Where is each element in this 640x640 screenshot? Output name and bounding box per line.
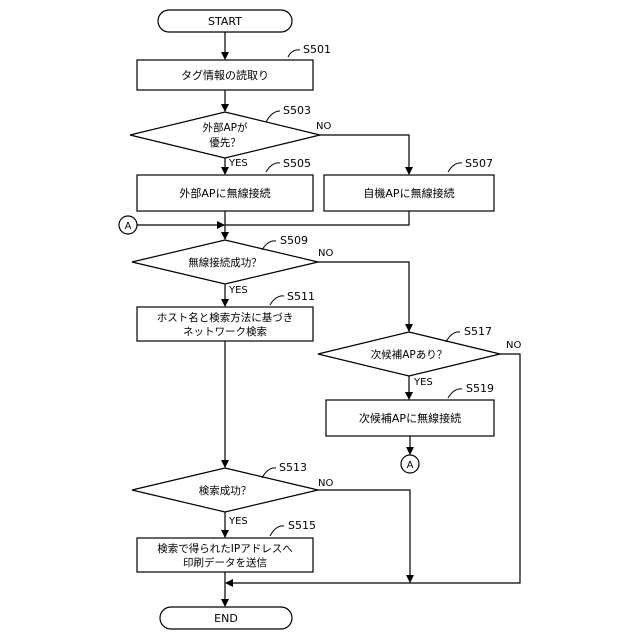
connector-a-left-label: A	[125, 221, 132, 232]
s501-leader	[288, 50, 300, 57]
s509-yes: YES	[228, 285, 248, 296]
s513-ref: S513	[279, 461, 307, 474]
start-label: START	[208, 15, 242, 28]
s511-text-1: ホスト名と検索方法に基づき	[157, 311, 294, 324]
s511-leader	[270, 296, 284, 305]
s503-no: NO	[316, 121, 331, 132]
arrow-s509-no	[318, 262, 409, 331]
s517-leader	[446, 332, 460, 342]
step-s515: 検索で得られたIPアドレスへ 印刷データを送信 S515	[137, 519, 316, 572]
s503-ref: S503	[283, 104, 311, 117]
decision-s513: 検索成功？ S513 YES NO	[132, 461, 333, 527]
s503-leader	[266, 111, 280, 122]
end-label: END	[214, 612, 238, 625]
s511-ref: S511	[287, 290, 315, 303]
s515-ref: S515	[288, 519, 316, 532]
step-s511: ホスト名と検索方法に基づき ネットワーク検索 S511	[137, 290, 315, 341]
s519-text: 次候補APに無線接続	[359, 411, 461, 425]
step-s501: タグ情報の読取り S501	[137, 43, 331, 90]
s503-yes: YES	[228, 158, 248, 169]
s515-leader	[270, 526, 284, 536]
start-terminal: START	[158, 10, 292, 32]
line-s507-merge	[225, 211, 409, 225]
s503-text-1: 外部APが	[202, 121, 248, 134]
s507-leader	[448, 163, 462, 172]
arrow-s503-no	[320, 135, 409, 174]
end-terminal: END	[160, 607, 292, 629]
arrow-s513-no	[318, 490, 410, 582]
s513-no: NO	[318, 478, 333, 489]
s511-text-2: ネットワーク検索	[183, 325, 267, 338]
s517-text: 次候補APあり？	[371, 348, 448, 361]
s517-yes: YES	[413, 377, 433, 388]
decision-s509: 無線接続成功？ S509 YES NO	[132, 234, 333, 296]
s515-text-2: 印刷データを送信	[183, 556, 267, 569]
s513-text: 検索成功？	[199, 484, 252, 497]
s509-ref: S509	[280, 234, 308, 247]
s509-text: 無線接続成功？	[188, 256, 262, 269]
s513-yes: YES	[228, 516, 248, 527]
connector-a-right-label: A	[407, 460, 414, 471]
s501-ref: S501	[303, 43, 331, 56]
s507-text: 自機APに無線接続	[363, 186, 454, 200]
s503-text-2: 優先？	[209, 136, 241, 149]
s517-no: NO	[506, 340, 521, 351]
connector-a-left: A	[119, 216, 137, 234]
s515-text-1: 検索で得られたIPアドレスへ	[157, 542, 292, 555]
step-s519: 次候補APに無線接続 S519	[326, 382, 494, 436]
s501-text: タグ情報の読取り	[181, 68, 269, 82]
s505-leader	[266, 163, 280, 172]
s505-text: 外部APに無線接続	[179, 186, 270, 200]
s513-leader	[262, 468, 276, 478]
s519-leader	[448, 389, 462, 398]
decision-s517: 次候補APあり？ S517 YES NO	[318, 325, 521, 388]
connector-a-right: A	[401, 455, 419, 473]
s517-ref: S517	[464, 325, 492, 338]
s509-no: NO	[318, 248, 333, 259]
s507-ref: S507	[465, 157, 493, 170]
s505-ref: S505	[283, 157, 311, 170]
s519-ref: S519	[466, 382, 494, 395]
